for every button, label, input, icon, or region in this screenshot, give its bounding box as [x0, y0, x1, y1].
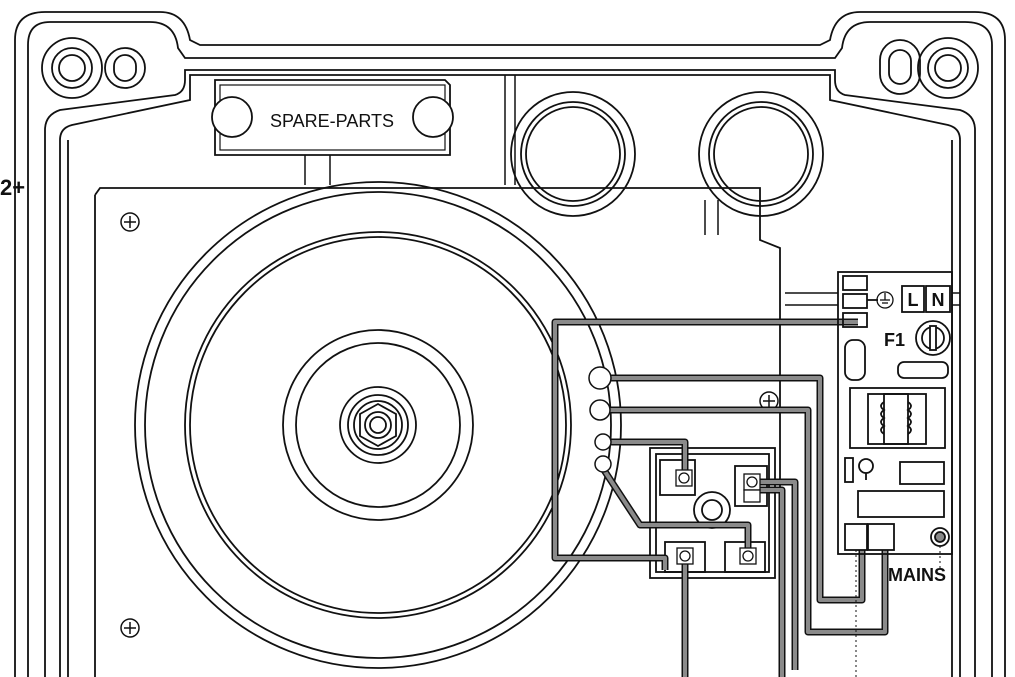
terminal-block [649, 447, 776, 579]
wire-grommets [588, 366, 612, 473]
corner-screw-left [41, 37, 146, 99]
mains-board [837, 271, 953, 555]
mains-leaders [855, 546, 941, 677]
fuse-label: F1 [884, 330, 905, 350]
mains-label: MAINS [888, 565, 946, 585]
corner-screw-right [879, 37, 979, 99]
cable-gland-left [510, 91, 636, 217]
cable-gland-right [698, 91, 824, 217]
enclosure [14, 11, 1006, 677]
screw-top-left [120, 212, 140, 232]
terminal-screws [675, 469, 761, 565]
live-terminal-label: L [908, 290, 919, 310]
fuse-holder [915, 320, 951, 356]
internal-wiring [551, 318, 889, 677]
earth-symbol-icon [876, 291, 894, 309]
gland-partitions [304, 75, 719, 235]
motor-disc [134, 181, 622, 669]
spare-parts-label: SPARE-PARTS [270, 111, 394, 131]
neutral-terminal-label: N [932, 290, 945, 310]
screw-bottom-left [120, 618, 140, 638]
spare-parts-plate: SPARE-PARTS [211, 79, 454, 156]
edge-partial-label: 2+ [0, 175, 25, 200]
side-rails [785, 292, 960, 306]
